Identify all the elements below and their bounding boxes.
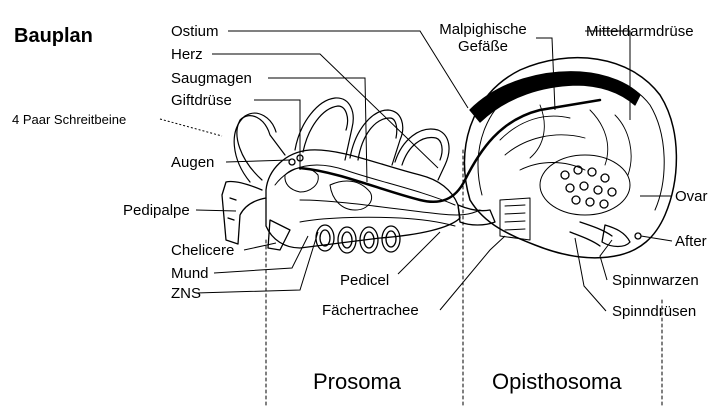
label-malpighische-line2: Gefäße — [457, 38, 509, 55]
heart-vessel — [298, 98, 602, 204]
label-giftdruese: Giftdrüse — [171, 92, 232, 109]
label-ostium: Ostium — [171, 23, 219, 40]
opisthosoma-body — [463, 56, 678, 259]
region-divider-lines — [265, 149, 663, 406]
label-spinndruesen: Spinndrüsen — [612, 303, 697, 320]
label-schreitbeine: 4 Paar Schreitbeine — [12, 112, 127, 127]
midgut-gland — [499, 104, 632, 176]
region-opisthosoma: Opisthosoma — [492, 369, 622, 394]
spinnerets — [569, 221, 631, 248]
ovary — [539, 154, 631, 216]
sucking-stomach — [329, 180, 373, 211]
zns-outline — [299, 216, 456, 227]
eye — [288, 158, 296, 166]
walking-legs — [233, 97, 450, 183]
label-ovar: Ovar — [675, 188, 708, 205]
label-augen: Augen — [171, 154, 215, 171]
leg-coxae — [315, 224, 401, 254]
label-malpighische: Malpighische Gefäße — [416, 21, 550, 55]
label-zns: ZNS — [171, 285, 201, 302]
label-saugmagen: Saugmagen — [171, 70, 252, 87]
label-mitteldarmdruese: Mitteldarmdrüse — [586, 23, 694, 40]
anus — [634, 232, 642, 240]
label-malpighische-line1: Malpighische — [439, 21, 527, 38]
book-lung — [499, 197, 531, 241]
label-pedicel: Pedicel — [340, 272, 390, 289]
pedicel — [457, 204, 496, 226]
leader-lines — [159, 30, 673, 312]
label-mund: Mund — [171, 265, 209, 282]
diagram-title: Bauplan — [14, 25, 93, 47]
label-after: After — [675, 233, 707, 250]
label-faechertrachee: Fächertrachee — [322, 302, 419, 319]
label-pedipalpe: Pedipalpe — [123, 202, 190, 219]
label-chelicere: Chelicere — [171, 242, 235, 259]
region-prosoma: Prosoma — [313, 369, 402, 394]
pedipalp — [221, 180, 267, 245]
label-spinnwarzen: Spinnwarzen — [612, 272, 699, 289]
heart-band — [469, 71, 641, 123]
label-herz: Herz — [171, 46, 203, 63]
chelicera — [267, 219, 291, 251]
venom-gland — [284, 167, 319, 193]
